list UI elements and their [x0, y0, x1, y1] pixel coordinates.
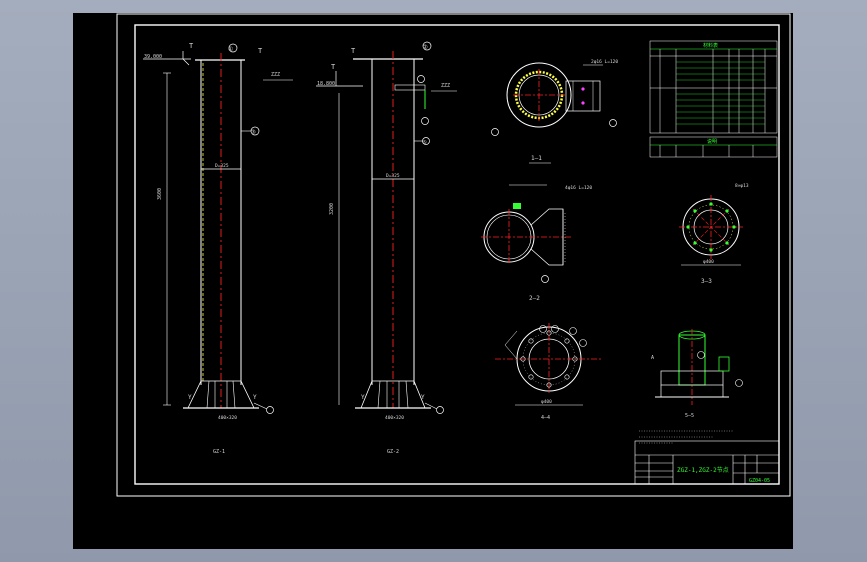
section-1-caption: 1—1: [531, 155, 542, 162]
section-3-3: 8×φ13 φ400 3—3: [679, 183, 749, 285]
col2-height-dim: 3200: [329, 203, 335, 215]
section-4-caption: 4—4: [541, 415, 550, 421]
col1-elevation: 39.000: [144, 54, 162, 60]
svg-text:T: T: [331, 63, 336, 71]
svg-text:A: A: [651, 355, 654, 361]
section-2-2: 4φ16 L=120 2—2: [481, 184, 592, 302]
drawing-title: ZGZ-1,ZGZ-2节点: [677, 466, 729, 474]
col1-caption: GZ-1: [213, 449, 225, 455]
column-gz2: 18.800 T T ② ZZZ D=325 ⑤ 3200 400×320 Y: [316, 41, 457, 455]
section-3-note: 8×φ13: [735, 183, 749, 189]
section-3-caption: 3—3: [701, 278, 712, 285]
svg-text:T: T: [189, 42, 194, 50]
section-3-dim: φ400: [703, 259, 714, 265]
material-table-title: 材料表: [703, 42, 718, 49]
svg-text:ZZZ: ZZZ: [271, 72, 280, 78]
svg-text:Y: Y: [421, 394, 425, 401]
section-4-dim: φ400: [541, 399, 552, 405]
section-5-5: A 5—5: [651, 329, 743, 419]
section-4-4: φ400 4—4: [495, 323, 603, 421]
section-1-note: 2φ16 L=120: [591, 59, 618, 65]
notes-table-title: 说明: [707, 138, 717, 145]
svg-text:T: T: [258, 47, 263, 55]
col1-base-label: 400×320: [218, 415, 237, 421]
svg-text:T: T: [351, 47, 356, 55]
title-block: [634, 440, 780, 485]
svg-text:Y: Y: [361, 394, 365, 401]
svg-text:Y: Y: [253, 394, 257, 401]
sheet-border: [116, 13, 791, 497]
general-notes: [639, 430, 733, 444]
col1-mid-label: D=325: [215, 163, 229, 169]
col1-height-dim: 3600: [157, 188, 163, 200]
section-5-caption: 5—5: [685, 413, 694, 419]
cad-drawing-canvas: 39.000 T T ① D=325 ③ 3600: [73, 13, 793, 549]
section-1-1: 2φ16 L=120 1—1: [491, 59, 618, 164]
column-gz1: 39.000 T T ① D=325 ③ 3600: [143, 42, 293, 455]
col2-mid-label: D=325: [386, 173, 400, 179]
col2-balloon-side: ⑤: [422, 139, 427, 146]
material-table: [649, 40, 778, 134]
notes-table: [649, 136, 778, 158]
section-2-note: 4φ16 L=120: [565, 185, 592, 191]
drawing-number: GZ04-05: [749, 478, 770, 484]
col2-caption: GZ-2: [387, 449, 399, 455]
col2-balloon-top: ②: [423, 44, 428, 51]
section-2-caption: 2—2: [529, 295, 540, 302]
col1-balloon-top: ①: [228, 46, 233, 53]
col1-balloon-side: ③: [251, 129, 256, 136]
col2-base-label: 400×320: [385, 415, 404, 421]
svg-text:ZZZ: ZZZ: [441, 83, 450, 89]
col2-elevation: 18.800: [317, 81, 335, 87]
svg-text:Y: Y: [188, 394, 192, 401]
